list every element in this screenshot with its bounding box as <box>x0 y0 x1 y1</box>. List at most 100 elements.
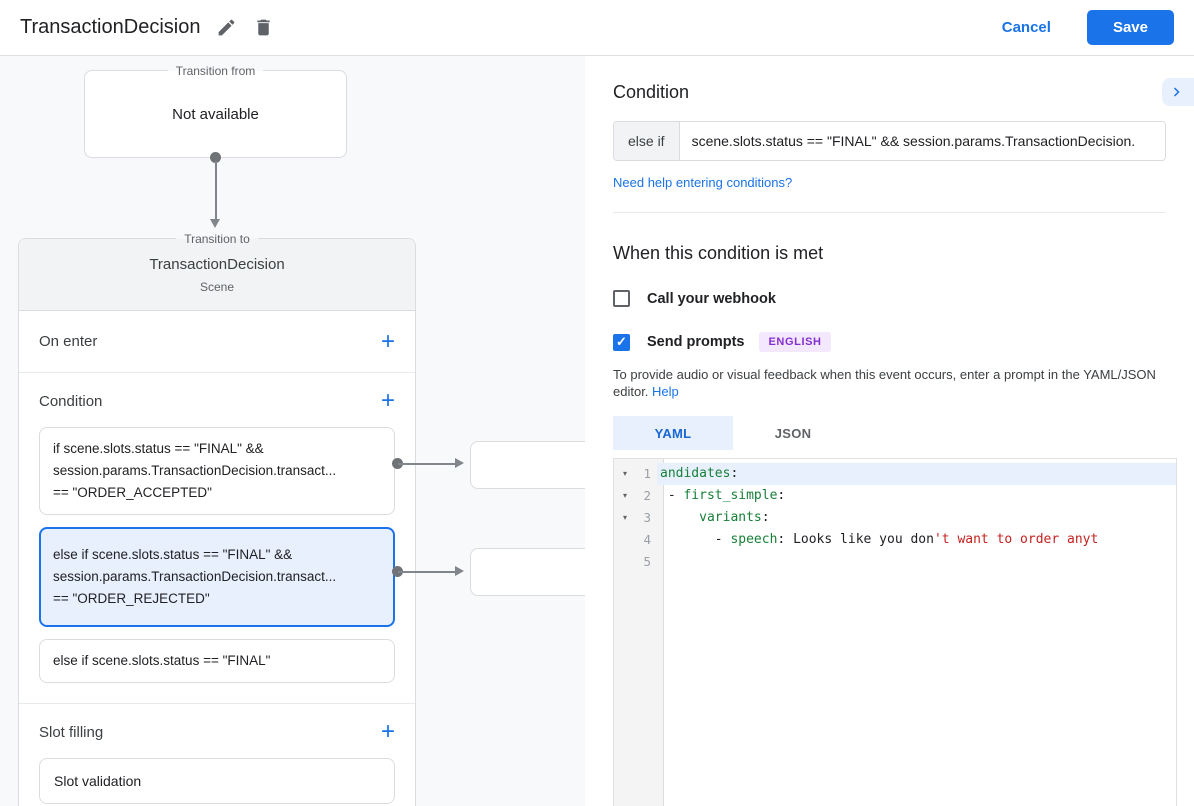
page-title: TransactionDecision <box>20 16 201 38</box>
connector-arrowhead-down <box>210 219 220 228</box>
connector-line <box>398 463 456 465</box>
connector-arrowhead-right <box>455 566 464 576</box>
help-link[interactable]: Help <box>652 384 679 399</box>
transition-from-legend: Transition from <box>167 63 264 79</box>
delete-scene-button[interactable] <box>253 17 274 38</box>
condition-card-selected[interactable]: else if scene.slots.status == "FINAL" &&… <box>39 527 395 627</box>
connector-dot <box>392 566 403 577</box>
condition-editor-section: Condition else if scene.slots.status == … <box>585 56 1194 213</box>
condition-card[interactable]: if scene.slots.status == "FINAL" && sessi… <box>39 427 395 515</box>
webhook-row: Call your webhook <box>613 290 1166 307</box>
transition-target-box-2[interactable] <box>470 548 585 596</box>
condition-section-label: Condition <box>39 392 103 410</box>
scene-name: TransactionDecision <box>149 255 285 273</box>
condition-detail-panel: Condition else if scene.slots.status == … <box>585 56 1194 806</box>
prompt-description-text: To provide audio or visual feedback when… <box>613 367 1156 399</box>
transition-target-box-1[interactable] <box>470 441 585 489</box>
condition-card-line: else if scene.slots.status == "FINAL" <box>53 653 271 668</box>
fold-gutter <box>614 551 636 573</box>
slot-filling-section-head: Slot filling + <box>19 720 415 744</box>
line-number: 2 <box>643 488 651 503</box>
chevron-right-icon <box>1174 87 1180 97</box>
transition-to-legend: Transition to <box>176 231 258 247</box>
condition-card-line: == "ORDER_ACCEPTED" <box>53 485 212 500</box>
scene-type-label: Scene <box>199 279 235 294</box>
code-line: - speech: Looks like you don't want to o… <box>660 532 1099 547</box>
send-prompts-label: Send prompts <box>647 334 745 350</box>
slot-filling-label: Slot filling <box>39 723 104 741</box>
condition-card-line: if scene.slots.status == "FINAL" && <box>53 441 264 456</box>
transition-to-card: Transition to TransactionDecision Scene … <box>18 231 416 806</box>
add-condition-button[interactable]: + <box>380 387 395 414</box>
condition-card[interactable]: else if scene.slots.status == "FINAL" <box>39 639 395 683</box>
transition-from-box[interactable]: Transition from Not available <box>84 63 347 158</box>
when-met-title: When this condition is met <box>613 243 824 263</box>
tab-json[interactable]: JSON <box>774 425 812 441</box>
connector-dot <box>392 458 403 469</box>
code-line: andidates: <box>657 463 1176 485</box>
slot-filling-section: Slot filling + Slot validation <box>19 704 415 806</box>
fold-arrow-icon[interactable]: ▾ <box>622 513 627 522</box>
condition-section: Condition + if scene.slots.status == "FI… <box>19 373 415 704</box>
condition-expression-input[interactable]: scene.slots.status == "FINAL" && session… <box>679 122 1165 160</box>
editor-line[interactable]: 4 - speech: Looks like you don't want to… <box>614 529 1176 551</box>
language-badge: ENGLISH <box>759 332 831 352</box>
connector-line <box>398 571 456 573</box>
slot-card[interactable]: Slot validation <box>39 758 395 804</box>
condition-prefix-label: else if <box>614 122 680 160</box>
yaml-code-editor[interactable]: ▾ 1 andidates: ▾ 2 - first_simple: ▾ 3 variant… <box>613 458 1177 806</box>
send-prompts-checkbox[interactable]: ✓ <box>613 333 630 351</box>
collapse-panel-button[interactable] <box>1162 78 1194 106</box>
line-number: 1 <box>643 466 651 481</box>
transition-from-legend-row: Transition from <box>85 63 346 79</box>
call-webhook-checkbox[interactable] <box>613 290 630 307</box>
transition-from-content: Not available <box>172 105 259 123</box>
add-on-enter-button[interactable]: + <box>380 327 395 355</box>
code-line: variants: <box>699 510 770 525</box>
on-enter-label: On enter <box>39 333 98 350</box>
fold-gutter <box>614 529 636 551</box>
main-area: Transition from Not available Transition… <box>0 56 1194 806</box>
tab-yaml-active[interactable]: YAML <box>613 416 733 450</box>
condition-section-head: Condition + <box>19 389 415 413</box>
edit-scene-button[interactable] <box>216 17 237 38</box>
slot-card-list: Slot validation <box>19 758 415 804</box>
scene-card-header: TransactionDecision Scene <box>19 239 415 311</box>
prompt-description: To provide audio or visual feedback when… <box>613 366 1165 400</box>
editor-tabs: YAML JSON <box>613 416 1166 450</box>
send-prompts-row: ✓ Send prompts ENGLISH <box>613 332 1166 352</box>
code-line: - first_simple: <box>660 488 786 503</box>
section-divider <box>613 212 1166 213</box>
editor-line[interactable]: ▾ 1 andidates: <box>614 463 1176 485</box>
trash-icon <box>257 19 271 36</box>
connector-dot <box>210 152 221 163</box>
line-number: 4 <box>643 532 651 547</box>
condition-input-row: else if scene.slots.status == "FINAL" &&… <box>613 121 1166 161</box>
editor-lines: ▾ 1 andidates: ▾ 2 - first_simple: ▾ 3 variant… <box>614 463 1176 573</box>
transition-to-legend-row: Transition to <box>19 231 415 247</box>
call-webhook-label: Call your webhook <box>647 290 776 307</box>
add-slot-button[interactable]: + <box>380 718 395 745</box>
pencil-icon <box>219 19 235 36</box>
condition-help-link[interactable]: Need help entering conditions? <box>613 175 793 190</box>
when-condition-met-section: When this condition is met Call your web… <box>585 213 1194 806</box>
code-line <box>657 551 1176 573</box>
scene-flow-canvas: Transition from Not available Transition… <box>0 56 585 806</box>
fold-arrow-icon[interactable]: ▾ <box>622 491 627 500</box>
save-button[interactable]: Save <box>1086 10 1174 45</box>
fold-arrow-icon[interactable]: ▾ <box>622 469 627 478</box>
top-bar: TransactionDecision Cancel Save <box>0 0 1194 56</box>
condition-card-line: == "ORDER_REJECTED" <box>53 591 210 606</box>
line-number: 3 <box>643 510 651 525</box>
editor-line[interactable]: 5 <box>614 551 1176 573</box>
cancel-button[interactable]: Cancel <box>1001 19 1051 36</box>
connector-arrowhead-right <box>455 458 464 468</box>
condition-card-line: session.params.TransactionDecision.trans… <box>53 463 337 478</box>
connector-line <box>215 161 217 219</box>
editor-line[interactable]: ▾ 3 variants: <box>614 507 1176 529</box>
editor-line[interactable]: ▾ 2 - first_simple: <box>614 485 1176 507</box>
condition-card-line: session.params.TransactionDecision.trans… <box>53 569 337 584</box>
condition-card-list: if scene.slots.status == "FINAL" && sessi… <box>19 427 415 683</box>
line-number: 5 <box>643 554 651 569</box>
on-enter-row: On enter + <box>19 311 415 373</box>
